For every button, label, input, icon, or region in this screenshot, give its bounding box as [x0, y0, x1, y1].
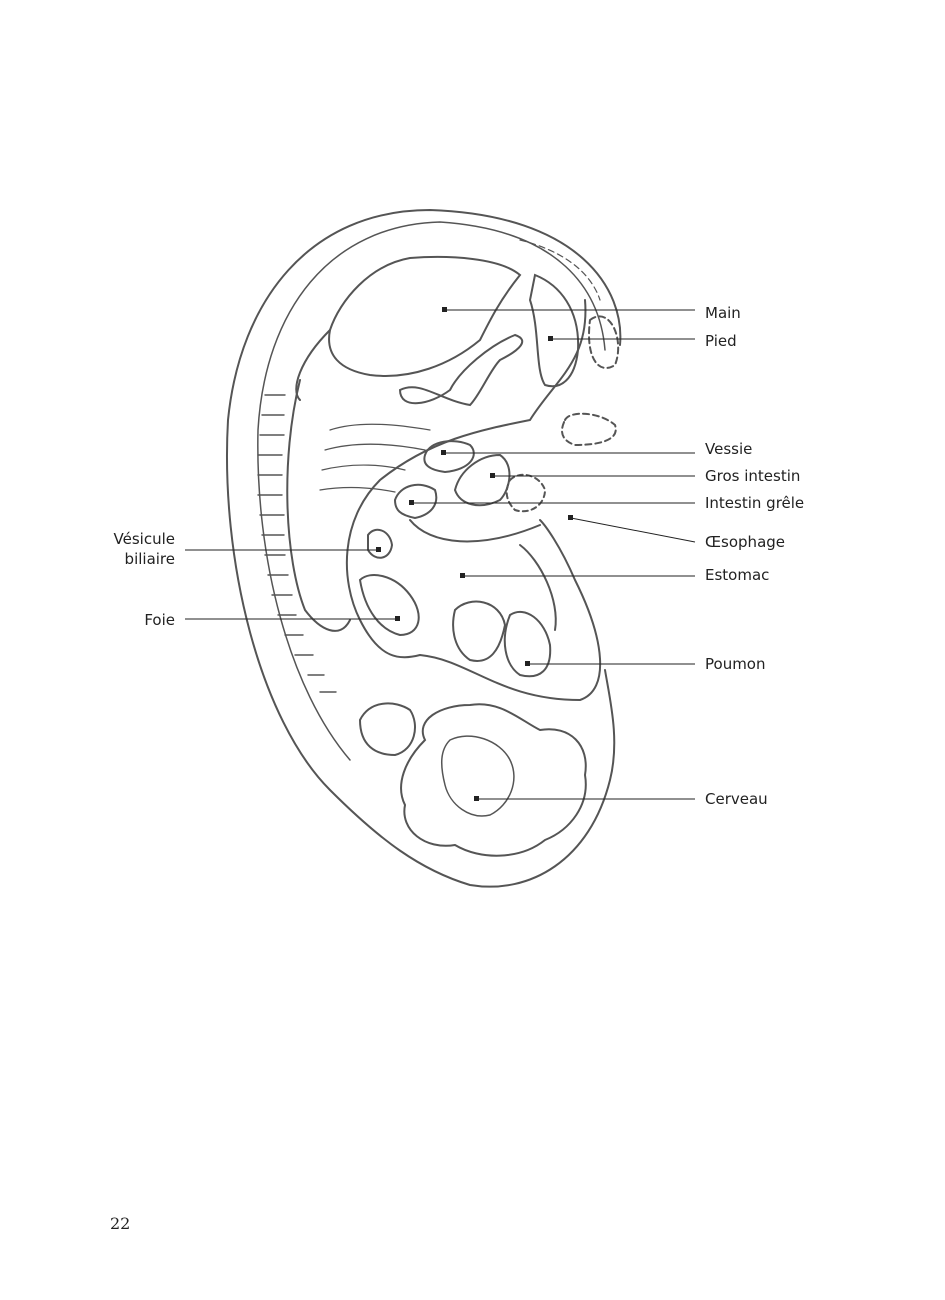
label-vesicule-line1: Vésicule [113, 530, 175, 548]
page-number: 22 [110, 1214, 131, 1233]
label-estomac: Estomac [705, 566, 770, 584]
label-cerveau: Cerveau [705, 790, 768, 808]
label-vesicule-line2: biliaire [124, 550, 175, 568]
label-intestin-grele: Intestin grêle [705, 494, 805, 512]
ear-drawing [226, 208, 622, 888]
leader-lines [185, 309, 696, 800]
label-pied: Pied [705, 332, 737, 350]
marker-dots [376, 307, 573, 801]
label-vessie: Vessie [705, 440, 753, 458]
label-poumon: Poumon [705, 655, 766, 673]
label-gros-intestin: Gros intestin [705, 467, 801, 485]
label-main: Main [705, 304, 741, 322]
label-vesicule-biliaire: Vésicule biliaire [75, 529, 175, 569]
label-foie: Foie [144, 611, 175, 629]
label-oesophage: Œsophage [705, 533, 786, 551]
leader-oesophage [570, 517, 696, 543]
